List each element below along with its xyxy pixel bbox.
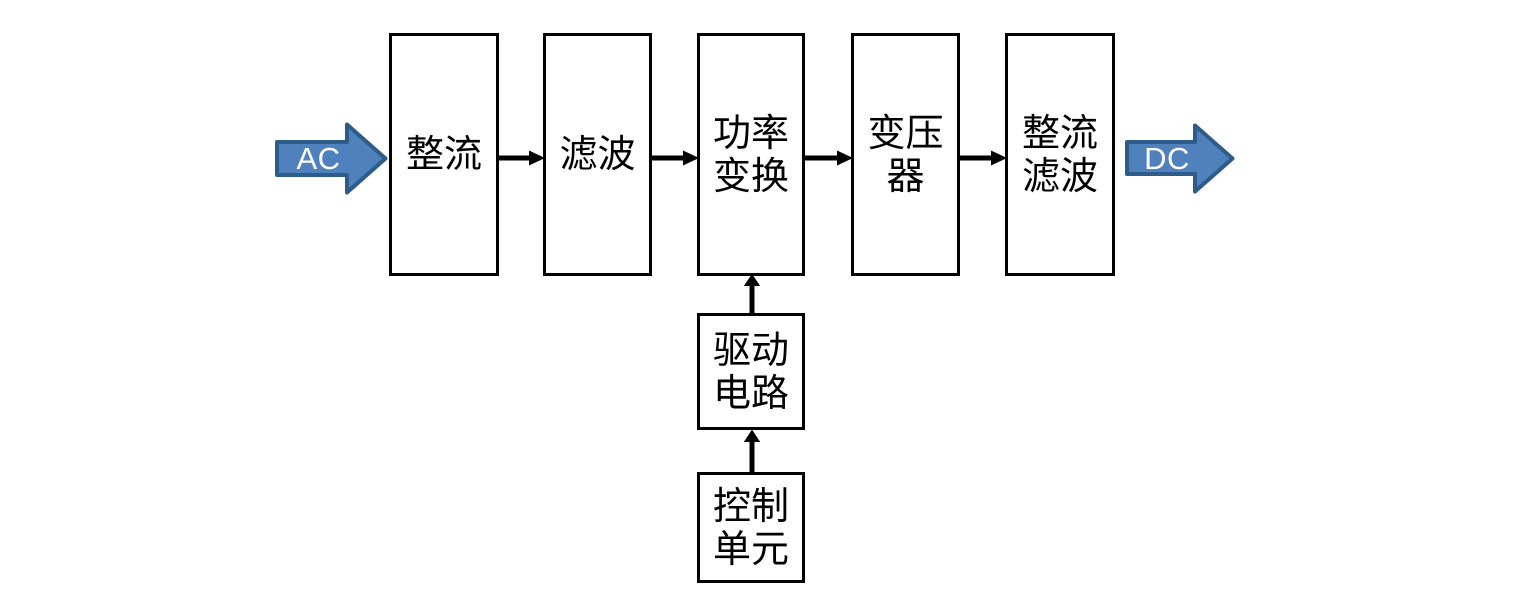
connector-filter-to-power-conversion — [652, 150, 699, 166]
block-control-unit[interactable]: 控制 单元 — [697, 472, 805, 583]
dc-output-arrow[interactable]: DC — [1125, 123, 1235, 194]
block-label-transformer: 变压 器 — [867, 110, 944, 198]
block-power-conversion[interactable]: 功率 变换 — [697, 33, 805, 276]
block-label-filter: 滤波 — [559, 132, 636, 177]
connector-power-conversion-to-transformer — [805, 150, 853, 166]
block-label-power-conversion: 功率 变换 — [712, 110, 789, 198]
connector-transformer-to-rectify-filter — [960, 150, 1007, 166]
block-transformer[interactable]: 变压 器 — [851, 33, 960, 276]
block-drive-circuit[interactable]: 驱动 电路 — [697, 313, 805, 430]
connector-drive-to-power-conversion — [743, 274, 761, 315]
block-rectifier[interactable]: 整流 — [389, 33, 499, 276]
ac-input-arrow[interactable]: AC — [275, 122, 388, 195]
block-label-rectify-filter: 整流 滤波 — [1021, 110, 1098, 198]
block-label-drive-circuit: 驱动 电路 — [712, 327, 789, 415]
connector-control-to-drive — [743, 429, 761, 474]
block-label-rectifier: 整流 — [405, 132, 482, 177]
block-rectify-filter[interactable]: 整流 滤波 — [1005, 33, 1115, 276]
block-filter[interactable]: 滤波 — [543, 33, 652, 276]
block-label-control-unit: 控制 单元 — [712, 483, 789, 571]
connector-rectifier-to-filter — [499, 150, 545, 166]
